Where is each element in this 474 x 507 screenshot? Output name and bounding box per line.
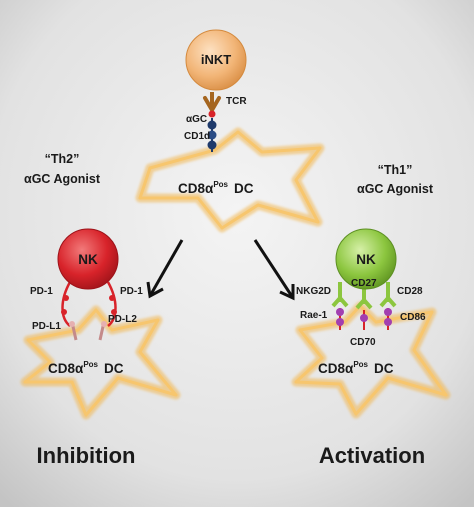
top-dc-cell	[135, 127, 325, 233]
cd70-label: CD70	[350, 337, 376, 348]
cd70-ligand	[360, 310, 368, 330]
cd1d-molecule	[207, 118, 217, 152]
pdl2-ligand	[98, 321, 107, 341]
left-agonist-label: αGC Agonist	[24, 172, 101, 186]
pd1-left-label: PD-1	[30, 286, 53, 297]
cd27-label: CD27	[351, 278, 377, 289]
cd28-label: CD28	[397, 286, 423, 297]
right-agonist-label: αGC Agonist	[357, 182, 434, 196]
rae1-ligand	[336, 308, 344, 330]
tcr-label: TCR	[226, 96, 247, 107]
inhibition-label: Inhibition	[37, 443, 136, 468]
nkg2d-receptor	[331, 282, 349, 308]
nkg2d-label: NKG2D	[296, 286, 331, 297]
nk-cell-inhibition-label: NK	[78, 252, 98, 267]
cd1d-label: CD1d	[184, 131, 210, 142]
activation-label: Activation	[319, 443, 425, 468]
pd1-receptor-right	[106, 281, 117, 327]
rae1-label: Rae-1	[300, 310, 328, 321]
inkt-cell-label: iNKT	[201, 52, 231, 67]
pdl1-ligand	[69, 321, 78, 341]
pd1-receptor-left	[61, 281, 72, 327]
agc-label: αGC	[186, 114, 207, 125]
agc-molecule	[208, 110, 216, 118]
arrow-left-down-icon	[146, 239, 184, 299]
cd28-receptor	[379, 282, 397, 308]
left-dc-cell	[20, 305, 181, 420]
pdl1-label: PD-L1	[32, 321, 61, 332]
arrow-right-down-icon	[253, 239, 295, 301]
pd1-right-label: PD-1	[120, 286, 143, 297]
cd86-label: CD86	[400, 312, 426, 323]
tcr-receptor	[203, 92, 221, 114]
pdl2-label: PD-L2	[108, 314, 137, 325]
nk-cell-inhibition	[57, 228, 119, 290]
left-agonist-type: “Th2”	[45, 152, 80, 166]
nk-cell-activation	[335, 228, 397, 290]
nk-cell-activation-label: NK	[356, 252, 376, 267]
right-agonist-type: “Th1”	[378, 163, 413, 177]
cd86-ligand	[384, 308, 392, 330]
inkt-cell	[185, 29, 247, 91]
